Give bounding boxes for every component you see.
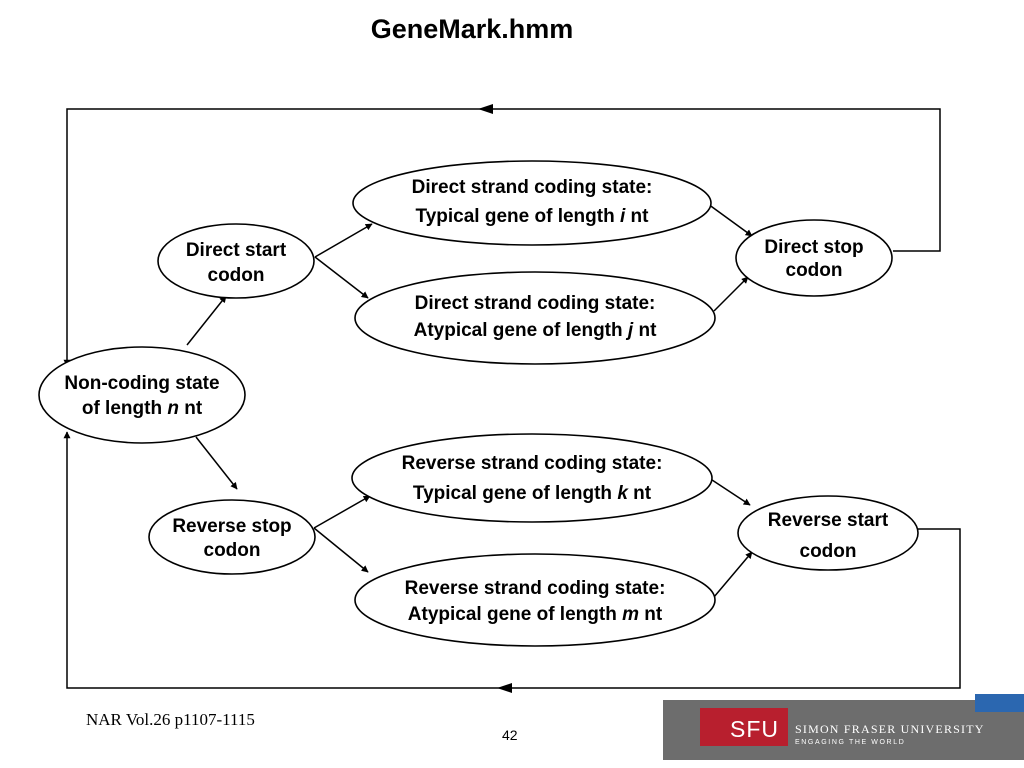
direct-stop-label-line2: codon <box>786 260 843 281</box>
noncoding-label-line1: Non-coding state <box>64 373 219 394</box>
reverse-stop-label-line2: codon <box>204 540 261 561</box>
direct-start-label-line2: codon <box>208 265 265 286</box>
reverse-start-node <box>737 495 919 571</box>
citation-reference: NAR Vol.26 p1107-1115 <box>86 710 255 729</box>
edge-direct-stop-to-noncoding <box>63 108 941 367</box>
edge-reverse-atypical-to-start <box>713 551 753 598</box>
direct-atypical-label-line2: Atypical gene of length j nt <box>414 320 657 341</box>
edge-direct-start-to-atypical <box>314 256 369 299</box>
reverse-start-label-line2: codon <box>800 541 857 562</box>
direct-atypical-node <box>354 271 716 365</box>
direct-atypical-label-line1: Direct strand coding state: <box>415 293 656 314</box>
sfu-logo-text: SFU <box>730 716 779 742</box>
edge-noncoding-to-reverse-stop <box>195 436 238 490</box>
edge-noncoding-to-direct-start <box>186 295 227 346</box>
edge-reverse-stop-to-atypical <box>313 527 369 573</box>
edge-direct-start-to-typical <box>314 223 373 258</box>
university-name: SIMON FRASER UNIVERSITY <box>795 722 985 736</box>
edge-reverse-stop-to-typical <box>313 495 371 529</box>
university-footer-bar: SFU SIMON FRASER UNIVERSITY ENGAGING THE… <box>663 700 1024 760</box>
edge-reverse-typical-to-start <box>705 475 751 506</box>
direct-stop-node <box>735 219 893 297</box>
direct-start-label-line1: Direct start <box>186 240 287 261</box>
noncoding-state-node <box>38 346 246 444</box>
accent-tab <box>975 694 1024 712</box>
top-loop-arrowhead <box>478 104 493 114</box>
reverse-start-label-line1: Reverse start <box>768 510 889 531</box>
direct-stop-label-line1: Direct stop <box>764 237 863 258</box>
sfu-logo-box <box>700 708 788 746</box>
reverse-typical-node <box>351 433 713 523</box>
reverse-atypical-node <box>354 553 716 647</box>
reverse-typical-label-line1: Reverse strand coding state: <box>402 453 663 474</box>
direct-typical-node <box>352 160 712 246</box>
slide-title: GeneMark.hmm <box>370 14 574 44</box>
noncoding-label-line2: of length n nt <box>82 398 203 419</box>
direct-typical-label-line2: Typical gene of length i nt <box>416 206 650 227</box>
reverse-stop-node <box>148 499 316 575</box>
direct-typical-label-line1: Direct strand coding state: <box>412 177 653 198</box>
reverse-atypical-label-line1: Reverse strand coding state: <box>405 578 666 599</box>
reverse-atypical-label-line2: Atypical gene of length m nt <box>408 604 663 625</box>
edge-direct-atypical-to-stop <box>713 276 749 312</box>
reverse-typical-label-line2: Typical gene of length k nt <box>413 483 652 504</box>
edge-reverse-start-to-noncoding <box>63 431 961 689</box>
bottom-loop-arrowhead <box>497 683 512 693</box>
page-number: 42 <box>502 727 518 743</box>
direct-start-node <box>157 223 315 299</box>
reverse-stop-label-line1: Reverse stop <box>172 516 291 537</box>
edge-direct-typical-to-stop <box>707 203 753 237</box>
university-tagline: ENGAGING THE WORLD <box>795 739 906 746</box>
